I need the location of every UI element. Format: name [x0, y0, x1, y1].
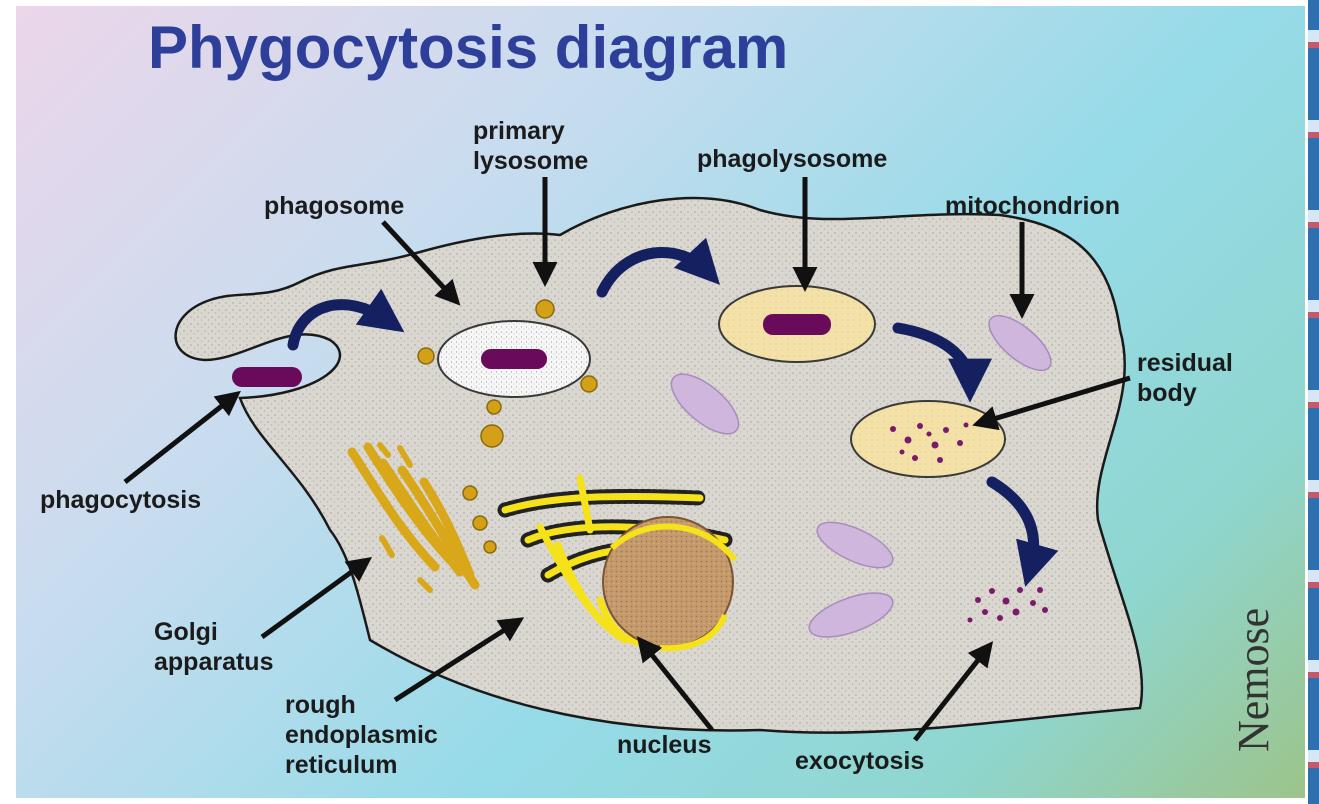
label-residual-body-line1: residual: [1137, 349, 1233, 377]
residual-body: [851, 401, 1005, 477]
phagolysosome: [719, 286, 875, 362]
artist-signature: Nemose: [1229, 608, 1278, 752]
label-mitochondrion: mitochondrion: [945, 192, 1120, 220]
label-residual-body-line2: body: [1137, 379, 1197, 407]
diagram-title: Phygocytosis diagram: [148, 14, 788, 81]
label-primary-lysosome-line1: primary: [473, 117, 565, 145]
label-rough-er-line2: endoplasmic: [285, 721, 438, 749]
label-rough-er-line1: rough: [285, 691, 356, 719]
nucleus: [603, 517, 735, 648]
cell-membrane: [176, 198, 1142, 733]
phagosome: [438, 321, 590, 397]
label-phagosome: phagosome: [264, 192, 404, 220]
label-golgi-line1: Golgi: [154, 618, 218, 646]
phagocytosis-pointer: [125, 394, 237, 482]
label-exocytosis: exocytosis: [795, 747, 924, 775]
label-nucleus: nucleus: [617, 731, 711, 759]
label-primary-lysosome-line2: lysosome: [473, 147, 588, 175]
label-rough-er-line3: reticulum: [285, 751, 398, 779]
label-phagolysosome: phagolysosome: [697, 145, 887, 173]
label-phagocytosis: phagocytosis: [40, 486, 201, 514]
golgi-pointer: [262, 560, 368, 637]
label-golgi-line2: apparatus: [154, 648, 273, 676]
bacterium-outside: [232, 367, 302, 387]
